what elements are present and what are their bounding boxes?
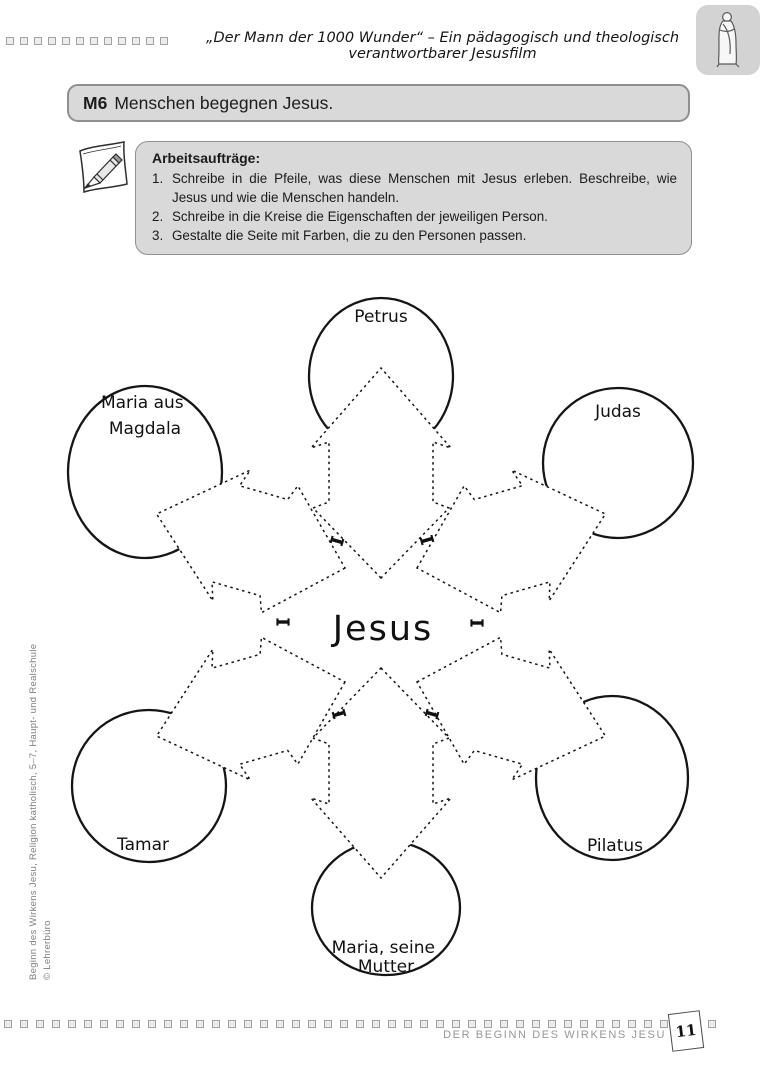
divider-square (228, 1020, 236, 1028)
divider-square (276, 1020, 284, 1028)
divider-square (484, 1020, 492, 1028)
instruction-item: 1. Schreibe in die Pfeile, was diese Men… (152, 169, 677, 207)
divider-square (116, 1020, 124, 1028)
material-title: Menschen begegnen Jesus. (114, 92, 334, 113)
top-dotted-divider (6, 37, 174, 45)
divider-square (76, 37, 84, 45)
divider-square (20, 37, 28, 45)
jesus-figure-icon (696, 5, 760, 75)
divider-square (6, 37, 14, 45)
instruction-item: 3. Gestalte die Seite mit Farben, die zu… (152, 226, 677, 245)
divider-square (548, 1020, 556, 1028)
instruction-number: 1. (152, 171, 164, 186)
material-code: M6 (83, 92, 108, 113)
divider-square (340, 1020, 348, 1028)
divider-square (244, 1020, 252, 1028)
instruction-text: Gestalte die Seite mit Farben, die zu de… (172, 228, 527, 244)
divider-square (324, 1020, 332, 1028)
jesus-figure-drawing (716, 11, 740, 68)
instruction-item: 2. Schreibe in die Kreise die Eigenschaf… (152, 207, 677, 226)
divider-square (132, 37, 140, 45)
divider-square (388, 1020, 396, 1028)
instructions-heading: Arbeitsaufträge: (152, 150, 261, 166)
divider-square (132, 1020, 140, 1028)
tick-mark (276, 618, 290, 626)
divider-square (48, 37, 56, 45)
divider-square (180, 1020, 188, 1028)
divider-square (68, 1020, 76, 1028)
label-pilatus: Pilatus (587, 836, 643, 856)
divider-square (148, 1020, 156, 1028)
instruction-text: Schreibe in die Pfeile, was diese Mensch… (172, 171, 677, 206)
divider-square (146, 37, 154, 45)
circle-judas (541, 386, 695, 540)
label-petrus: Petrus (354, 307, 408, 327)
divider-square (596, 1020, 604, 1028)
divider-square (468, 1020, 476, 1028)
label-judas: Judas (594, 402, 641, 422)
note-pencil-drawing (79, 141, 128, 194)
divider-square (4, 1020, 12, 1028)
divider-square (90, 37, 98, 45)
divider-square (420, 1020, 428, 1028)
bottom-dotted-divider (4, 1020, 716, 1028)
divider-square (308, 1020, 316, 1028)
divider-square (20, 1020, 28, 1028)
tick-mark (470, 619, 484, 627)
divider-square (196, 1020, 204, 1028)
instruction-text: Schreibe in die Kreise die Eigenschaften… (172, 209, 548, 225)
divider-square (160, 37, 168, 45)
divider-square (212, 1020, 220, 1028)
label-maria-magdala: Maria aus Magdala (101, 393, 189, 439)
instructions-box: Arbeitsaufträge: 1. Schreibe in die Pfei… (135, 141, 692, 255)
divider-square (84, 1020, 92, 1028)
divider-square (164, 1020, 172, 1028)
divider-square (660, 1020, 668, 1028)
divider-square (612, 1020, 620, 1028)
divider-square (356, 1020, 364, 1028)
divider-square (532, 1020, 540, 1028)
material-title-bar: M6 Menschen begegnen Jesus. (67, 84, 690, 122)
divider-square (708, 1020, 716, 1028)
divider-square (372, 1020, 380, 1028)
divider-square (452, 1020, 460, 1028)
divider-square (628, 1020, 636, 1028)
divider-square (644, 1020, 652, 1028)
divider-square (104, 37, 112, 45)
divider-square (52, 1020, 60, 1028)
label-tamar: Tamar (116, 835, 169, 855)
footer-chapter-caption: DER BEGINN DES WIRKENS JESU (443, 1029, 666, 1041)
divider-square (516, 1020, 524, 1028)
divider-square (36, 1020, 44, 1028)
instruction-number: 3. (152, 228, 164, 244)
divider-square (404, 1020, 412, 1028)
center-label-jesus: Jesus (331, 609, 434, 649)
jesus-encounter-diagram: Jesus Petrus Maria aus Magdala Judas Tam… (66, 296, 695, 977)
divider-square (34, 37, 42, 45)
sidebar-credit-line: Beginn des Wirkens Jesu, Religion kathol… (28, 643, 39, 980)
divider-square (292, 1020, 300, 1028)
sidebar-copyright: © Lehrerbüro (42, 920, 53, 980)
instruction-number: 2. (152, 209, 164, 225)
note-pencil-icon (72, 136, 136, 207)
divider-square (62, 37, 70, 45)
divider-square (118, 37, 126, 45)
page-number-badge: 11 (667, 1010, 705, 1052)
divider-square (260, 1020, 268, 1028)
label-maria-mutter: Maria, seine Mutter (332, 938, 441, 977)
divider-square (436, 1020, 444, 1028)
divider-square (564, 1020, 572, 1028)
divider-square (500, 1020, 508, 1028)
divider-square (100, 1020, 108, 1028)
page-header-title: „Der Mann der 1000 Wunder“ – Ein pädagog… (205, 30, 680, 62)
divider-square (580, 1020, 588, 1028)
